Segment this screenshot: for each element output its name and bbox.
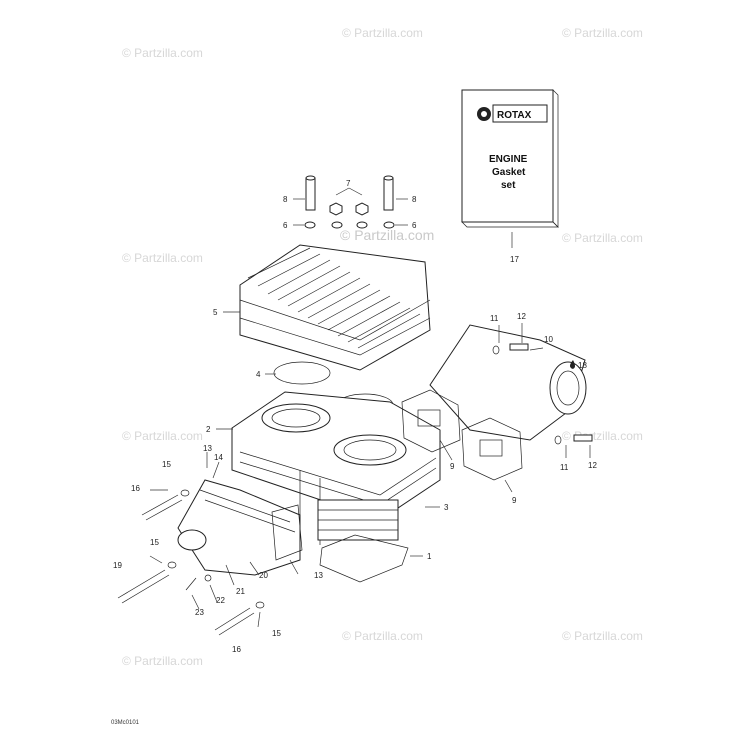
callout-6: 6 xyxy=(412,221,417,230)
callout-22: 22 xyxy=(216,596,225,605)
callout-2: 2 xyxy=(206,425,211,434)
callout-16: 16 xyxy=(232,645,241,654)
watermark-text: © Partzilla.com xyxy=(122,654,203,668)
watermark-text: © Partzilla.com xyxy=(122,429,203,443)
callout-21: 21 xyxy=(236,587,245,596)
callout-4: 4 xyxy=(256,370,261,379)
callout-20: 20 xyxy=(259,571,268,580)
callout-17: 17 xyxy=(510,255,519,264)
watermark-text: © Partzilla.com xyxy=(562,231,643,245)
watermark-text: © Partzilla.com xyxy=(562,629,643,643)
exhaust-manifold xyxy=(429,324,587,441)
watermark-text: © Partzilla.com xyxy=(342,629,423,643)
watermark-text: © Partzilla.com xyxy=(122,251,203,265)
callout-19: 19 xyxy=(113,561,122,570)
cylinder-block xyxy=(231,391,441,545)
kit-title-line1: ENGINE xyxy=(489,154,528,165)
stud-left xyxy=(305,175,316,211)
gasket-kit-box: ROTAX ENGINE Gasket set xyxy=(461,89,559,248)
callout-9: 9 xyxy=(512,496,517,505)
callout-18: 18 xyxy=(578,361,587,370)
callout-15: 15 xyxy=(162,460,171,469)
callout-10: 10 xyxy=(544,335,553,344)
callout-6: 6 xyxy=(283,221,288,230)
callout-3: 3 xyxy=(444,503,449,512)
cylinder-head xyxy=(239,244,431,371)
watermark-text: © Partzilla.com xyxy=(562,26,643,40)
kit-brand: ROTAX xyxy=(497,110,532,121)
callout-12: 12 xyxy=(517,312,526,321)
drawing-code: 03Mc0101 xyxy=(111,720,140,726)
callout-8: 8 xyxy=(412,195,417,204)
callout-15: 15 xyxy=(272,629,281,638)
callout-12: 12 xyxy=(588,461,597,470)
callout-15: 15 xyxy=(150,538,159,547)
callout-13: 13 xyxy=(203,444,212,453)
callout-5: 5 xyxy=(213,308,218,317)
watermark-text: © Partzilla.com xyxy=(122,46,203,60)
callout-14: 14 xyxy=(214,453,223,462)
callout-11: 11 xyxy=(560,463,569,472)
callout-13: 13 xyxy=(314,571,323,580)
callout-8: 8 xyxy=(283,195,288,204)
watermark-text: © Partzilla.com xyxy=(342,26,423,40)
nuts-washers xyxy=(304,202,395,229)
callout-1: 1 xyxy=(427,552,432,561)
kit-title-line3: set xyxy=(501,180,516,191)
manifold-bolts xyxy=(492,343,593,445)
callout-16: 16 xyxy=(131,484,140,493)
callout-23: 23 xyxy=(195,608,204,617)
callouts: 8 8 7 6 6 17 5 4 2 3 1 10 11 12 11 12 18… xyxy=(113,179,597,654)
callout-9: 9 xyxy=(450,462,455,471)
callout-11: 11 xyxy=(490,314,499,323)
base-gasket xyxy=(319,534,409,583)
intake-manifold xyxy=(177,479,303,576)
kit-title-line2: Gasket xyxy=(492,167,526,178)
oil-drop-icon xyxy=(569,360,575,369)
stud-right xyxy=(383,175,394,211)
callout-7: 7 xyxy=(346,179,351,188)
watermark-center-text: © Partzilla.com xyxy=(340,227,434,243)
exhaust-gaskets xyxy=(401,389,523,481)
leader-lines xyxy=(149,187,591,628)
long-bolts xyxy=(117,489,265,636)
